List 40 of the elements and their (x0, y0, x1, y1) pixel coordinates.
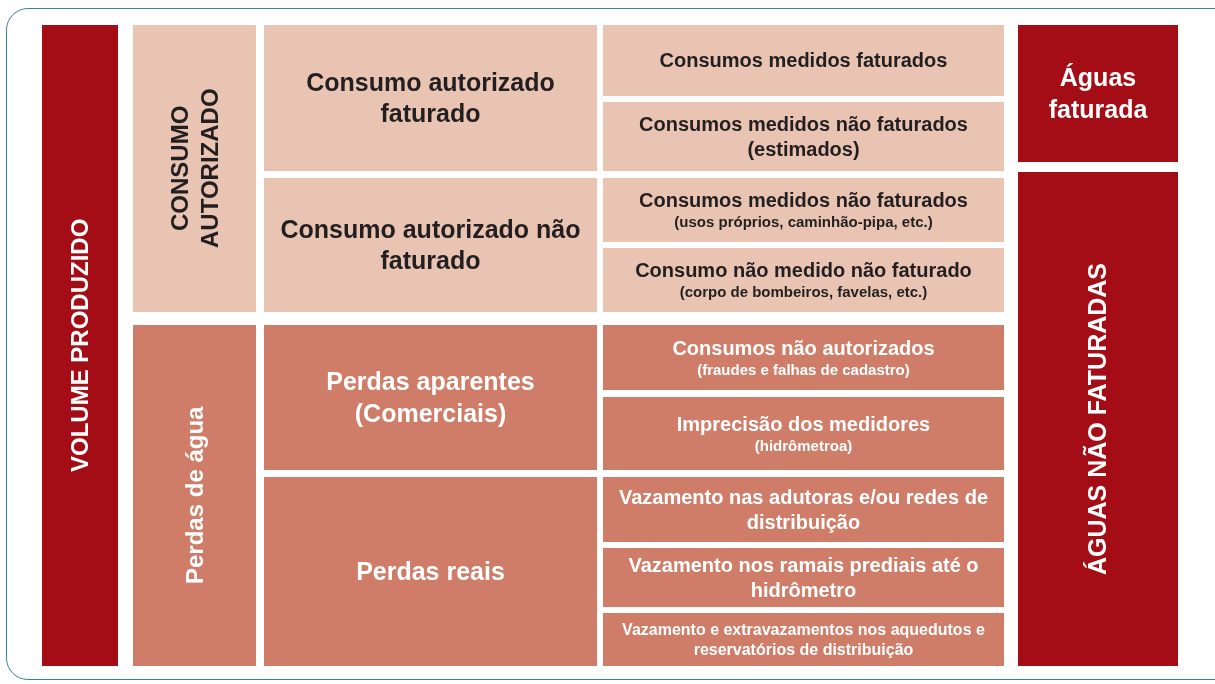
box-heading: VOLUME PRODUZIDO (65, 218, 94, 473)
category-box (603, 613, 1004, 666)
box-note: (usos próprios, caminhão-pipa, etc.) (674, 213, 933, 232)
category-box (264, 477, 597, 666)
box-heading: Consumo autorizado não faturado (279, 213, 582, 276)
box-heading: Vazamento nos ramais prediais até o hidrômetro (627, 552, 980, 603)
box-heading: Perdas reais (356, 555, 505, 587)
category-box (42, 25, 118, 666)
category-box (603, 325, 1004, 390)
category-box (264, 178, 597, 312)
box-heading: Perdas aparentes (Comerciais) (325, 366, 536, 429)
box-heading: Imprecisão dos medidores (676, 411, 931, 437)
box-heading: Perdas de água (179, 406, 209, 585)
box-heading: Consumo não medido não faturado (635, 258, 972, 284)
box-heading: Vazamento nas adutoras e/ou redes de distribuição (618, 484, 989, 535)
category-box (133, 25, 256, 312)
category-box (1018, 172, 1178, 666)
box-note: (hidrômetroa) (754, 436, 853, 456)
category-box (264, 25, 597, 171)
box-heading: Vazamento e extravazamentos nos aquedutos e reservatórios de distribuição (621, 619, 986, 660)
category-box (603, 178, 1004, 242)
box-heading: Consumos medidos faturados (659, 48, 948, 73)
category-box (603, 477, 1004, 542)
category-box (603, 25, 1004, 96)
box-heading: Consumos medidos não faturados (639, 188, 968, 214)
category-box (603, 548, 1004, 607)
box-heading: ÁGUAS NÃO FATURADAS (1082, 263, 1113, 576)
box-heading: Consumos não autorizados (672, 335, 935, 361)
category-box (1018, 25, 1178, 162)
box-note: (corpo de bombeiros, favelas, etc.) (679, 283, 928, 302)
box-heading: Consumo autorizado faturado (305, 66, 556, 129)
box-heading: Águas faturada (1047, 62, 1149, 125)
box-heading: Consumos medidos não faturados (estimados) (638, 111, 969, 162)
category-box (603, 102, 1004, 171)
category-box (603, 248, 1004, 312)
box-heading: CONSUMO AUTORIZADO (164, 87, 224, 251)
category-box (133, 325, 256, 666)
category-box (603, 397, 1004, 470)
category-box (264, 325, 597, 470)
box-note: (fraudes e falhas de cadastro) (697, 360, 910, 380)
